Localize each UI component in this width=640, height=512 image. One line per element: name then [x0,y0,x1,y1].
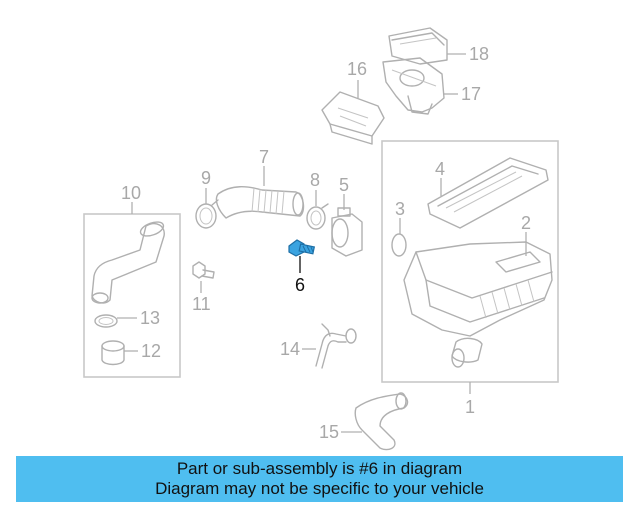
part-1-group-frame [381,140,559,383]
part-15-drawing [354,392,409,451]
callout-13: 13 [140,308,160,328]
part-10-group-frame [83,213,181,378]
callout-8: 8 [310,170,320,190]
part-6-bolt-highlighted[interactable] [288,239,316,257]
part-3-drawing [391,233,407,257]
part-17-drawing [382,57,445,115]
callout-5: 5 [339,175,349,195]
info-banner: Part or sub-assembly is #6 in diagram Di… [16,456,623,502]
part-9-drawing [195,199,219,229]
callout-2: 2 [521,213,531,233]
part-7-drawing [215,186,305,219]
callout-18: 18 [469,44,489,64]
callout-17: 17 [461,84,481,104]
callout-14: 14 [280,339,300,359]
part-11-drawing [192,261,215,279]
callout-9: 9 [201,168,211,188]
part-13-drawing [94,314,118,328]
callout-15: 15 [319,422,339,442]
part-12-drawing [101,340,125,366]
part-14-drawing [315,323,357,369]
part-18-drawing [388,27,448,65]
parts-diagram: 18 17 16 7 9 8 [83,27,559,451]
part-1-drawing [403,241,553,368]
part-4-drawing [427,157,549,229]
part-5-drawing [331,207,363,257]
callout-4: 4 [435,159,445,179]
part-8-drawing [306,203,329,230]
banner-line-1: Part or sub-assembly is #6 in diagram [176,459,463,478]
callout-6: 6 [295,275,305,295]
callout-10: 10 [121,183,141,203]
callout-11: 11 [192,294,211,314]
banner-line-2: Diagram may not be specific to your vehi… [155,479,484,498]
callout-7: 7 [259,147,269,167]
callout-12: 12 [141,341,161,361]
part-10-drawing [91,221,165,304]
callout-16: 16 [347,59,367,79]
part-16-drawing [321,91,385,145]
callout-1: 1 [465,397,475,417]
callout-3: 3 [395,199,405,219]
